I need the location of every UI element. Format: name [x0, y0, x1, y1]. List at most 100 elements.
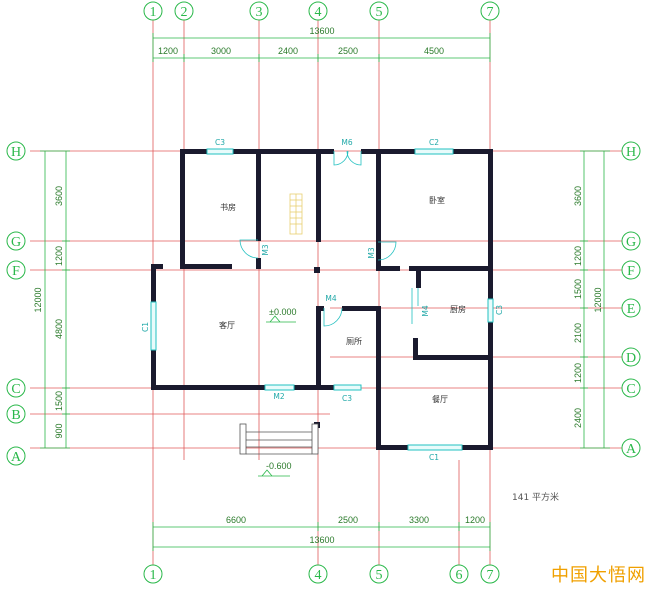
- axis-label-left: G: [11, 235, 21, 250]
- dim-top-segment: 2400: [278, 46, 298, 56]
- room-bedroom: 卧室: [429, 195, 445, 205]
- dim-top-segment: 4500: [424, 46, 444, 56]
- door-m4-kitchen: [411, 288, 419, 324]
- tag-m3-right: M3: [367, 247, 376, 258]
- door-m3-left: [239, 239, 259, 259]
- axis-label-top: 7: [487, 5, 494, 20]
- axis-label-top: 5: [376, 5, 383, 20]
- dim-left-segment: 900: [54, 423, 64, 438]
- axis-label-right: G: [626, 235, 636, 250]
- entry-steps: [239, 423, 319, 455]
- axis-label-top: 3: [256, 5, 263, 20]
- axis-label-bottom: 1: [150, 568, 157, 583]
- dim-left-total: 12000: [33, 287, 43, 312]
- axis-label-top: 4: [315, 5, 322, 20]
- level-markers: ±0.000 -0.600: [258, 307, 296, 477]
- axis-label-right: F: [627, 264, 635, 279]
- dim-bottom-total: 13600: [309, 535, 334, 545]
- stair-icon: [289, 193, 303, 235]
- axis-label-left: B: [11, 408, 20, 423]
- axis-label-top: 1: [150, 5, 157, 20]
- dim-bottom-segment: 1200: [465, 515, 485, 525]
- tag-c3-right: C3: [495, 305, 504, 315]
- dim-right-segment: 3600: [573, 186, 583, 206]
- window-c3-bottom: [333, 384, 362, 391]
- doors: [239, 150, 419, 327]
- door-m3-right: [377, 241, 397, 261]
- door-m6-right: [346, 150, 362, 166]
- tag-c1-left: C1: [141, 322, 150, 332]
- axis-bubbles-right: H G F E D C A: [621, 141, 641, 458]
- dim-right-segment: 1200: [573, 246, 583, 266]
- axis-label-right: D: [626, 351, 636, 366]
- room-toilet: 厕所: [346, 336, 362, 346]
- tag-c3-bottom: C3: [342, 394, 352, 403]
- dim-bottom-segment: 6600: [226, 515, 246, 525]
- dimension-right: 3600 1200 1500 2100 1200 2400 12000: [573, 150, 610, 449]
- window-c3-top: [206, 148, 234, 155]
- door-m2: [264, 384, 295, 391]
- axis-bubbles-left: H G F C B A: [6, 141, 26, 466]
- axis-label-right: H: [626, 145, 636, 160]
- watermark-text: 中国大悟网: [551, 565, 646, 586]
- dim-left-segment: 1500: [54, 391, 64, 411]
- tag-m2: M2: [273, 392, 284, 401]
- door-m4: [323, 307, 343, 327]
- dim-top-segment: 1200: [158, 46, 178, 56]
- axis-label-top: 2: [181, 5, 188, 20]
- dimension-top: 13600 1200 3000 2400 2500 4500: [152, 26, 491, 62]
- axis-label-right: A: [626, 442, 637, 457]
- door-m6-left: [333, 150, 349, 166]
- dim-bottom-segment: 3300: [409, 515, 429, 525]
- axis-label-left: C: [11, 382, 20, 397]
- axis-label-right: C: [626, 382, 635, 397]
- room-study: 书房: [220, 202, 236, 212]
- axis-label-left: F: [12, 264, 20, 279]
- dimension-left: 12000 3600 1200 4800 1500 900: [33, 150, 70, 449]
- tag-m6: M6: [341, 138, 352, 147]
- room-dining: 餐厅: [432, 395, 448, 404]
- axis-grid-vertical: [152, 20, 491, 570]
- room-living: 客厅: [219, 320, 235, 330]
- dim-right-segment: 1500: [573, 279, 583, 299]
- axis-label-bottom: 7: [487, 568, 494, 583]
- axis-label-bottom: 4: [315, 568, 322, 583]
- axis-label-left: A: [11, 450, 22, 465]
- walls: [151, 149, 493, 450]
- dim-right-segment: 2400: [573, 408, 583, 428]
- dim-left-segment: 3600: [54, 186, 64, 206]
- dim-top-segment: 2500: [338, 46, 358, 56]
- tag-m3-left: M3: [261, 244, 270, 255]
- tag-c3-top: C3: [215, 138, 225, 147]
- axis-label-bottom: 6: [456, 568, 463, 583]
- dim-bottom-segment: 2500: [338, 515, 358, 525]
- window-c1-bottom: [407, 444, 463, 451]
- axis-label-left: H: [11, 145, 21, 160]
- opening-tags: C3 M6 C2 M3 M3 M4 C1 M2 C3 M4 C3 C1: [141, 138, 504, 462]
- dim-left-segment: 1200: [54, 246, 64, 266]
- dim-right-total: 12000: [593, 287, 603, 312]
- windows: [150, 148, 494, 451]
- dimension-bottom: 6600 2500 3300 1200 13600: [152, 515, 491, 551]
- dim-top-segment: 3000: [211, 46, 231, 56]
- axis-bubbles-top: 1 2 3 4 5 7: [143, 1, 500, 21]
- tag-m4: M4: [325, 294, 336, 303]
- tag-m4-kitchen: M4: [421, 305, 430, 316]
- tag-c1-bottom: C1: [429, 453, 439, 462]
- axis-bubbles-bottom: 1 4 5 6 7: [143, 564, 500, 584]
- dim-right-segment: 1200: [573, 363, 583, 383]
- level-ground: -0.600: [266, 461, 292, 471]
- window-c2-top: [414, 148, 454, 155]
- dim-left-segment: 4800: [54, 319, 64, 339]
- window-c1-left: [150, 301, 157, 351]
- window-c3-right: [487, 298, 494, 323]
- axis-label-bottom: 5: [376, 568, 383, 583]
- room-labels: 书房 卧室 客厅 厕所 厨房 餐厅: [219, 195, 466, 404]
- dim-top-total: 13600: [309, 26, 334, 36]
- room-kitchen: 厨房: [450, 304, 466, 314]
- tag-c2-top: C2: [429, 138, 439, 147]
- area-label: 141 平方米: [512, 491, 559, 503]
- axis-label-right: E: [627, 302, 636, 317]
- level-floor: ±0.000: [269, 307, 296, 317]
